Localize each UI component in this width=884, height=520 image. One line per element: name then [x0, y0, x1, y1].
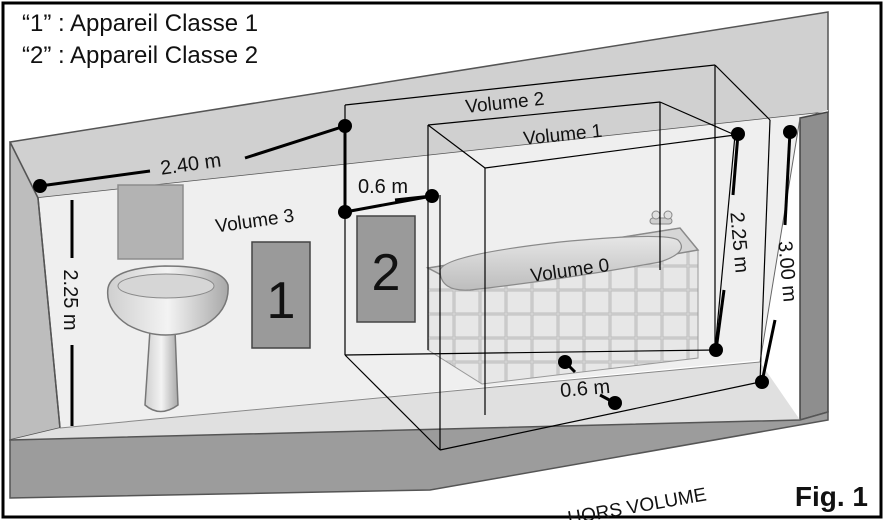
volume1-box — [427, 101, 761, 451]
mirror-icon — [117, 184, 184, 260]
figure-label: Fig. 1 — [795, 481, 868, 512]
floor-gap-label: 0.6 m — [559, 376, 611, 402]
floor-edge — [9, 411, 829, 499]
bathtub-icon — [425, 227, 700, 385]
volume2-box — [344, 64, 771, 451]
faucet-icon — [649, 210, 673, 225]
volume1-height-label: 2.25 m — [725, 211, 752, 274]
wall-height-label: 2.25 m — [59, 269, 81, 330]
right-wall — [799, 111, 829, 421]
dimension-lines — [39, 124, 792, 426]
washbasin-icon — [106, 265, 229, 413]
volume2-depth-label: 0.6 m — [358, 176, 408, 198]
legend-line-class2: “2” : Appareil Classe 2 — [22, 42, 258, 69]
floor-inner — [10, 362, 800, 440]
class2-appliance — [356, 215, 416, 323]
class2-marker: 2 — [372, 244, 401, 302]
room-height-label: 3.00 m — [773, 240, 800, 303]
dimension-points — [33, 119, 797, 410]
class1-appliance — [251, 241, 311, 349]
class1-marker: 1 — [267, 272, 296, 330]
legend-line-class1: “1” : Appareil Classe 1 — [22, 10, 258, 37]
